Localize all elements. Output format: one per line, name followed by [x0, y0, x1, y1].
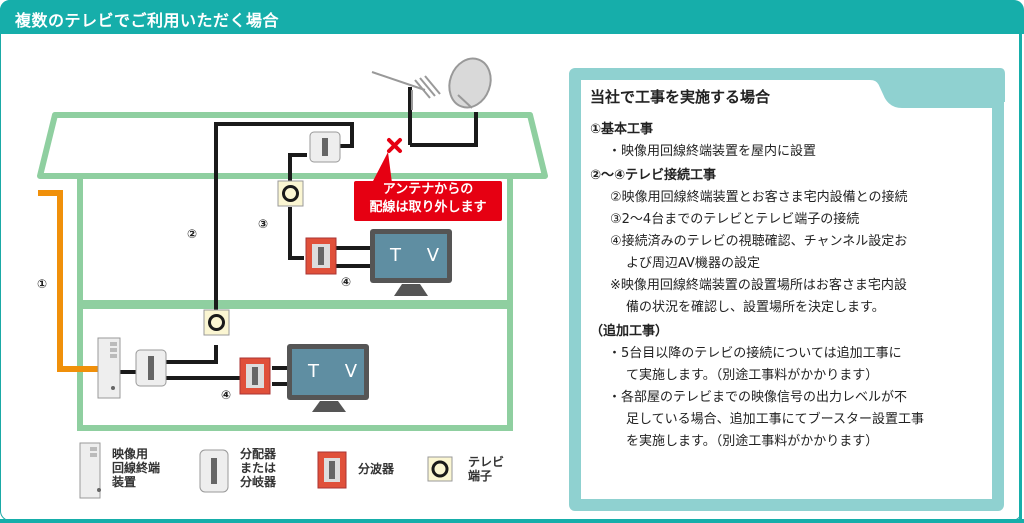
tv-outlet-lower-icon: [203, 309, 230, 336]
legend-distributor-icon: [199, 449, 229, 493]
tv-lower-icon: [287, 344, 369, 412]
legend-onu-icon: [79, 442, 101, 499]
callout-line-1: アンテナからの: [382, 182, 474, 197]
tv-work-note: 備の状況を確認し、設置場所を決定します。: [626, 300, 885, 315]
cable-antenna: [408, 87, 478, 147]
tv-work-item: ②映像用回線終端装置とお客さま宅内設備との接続: [610, 190, 908, 205]
tv-work-heading: ②〜④テレビ接続工事: [590, 168, 717, 183]
tv-upper-icon: [370, 229, 452, 296]
legend-distributor-label: 分配器 または 分岐器: [240, 447, 276, 489]
extra-work-item: ・各部屋のテレビまでの映像信号の出力レベルが不: [608, 390, 908, 405]
legend-onu-label: 映像用 回線終端 装置: [112, 447, 160, 489]
step-2-label: ②: [187, 227, 198, 241]
legend-splitter-icon: [317, 451, 347, 489]
satellite-dish-icon: [448, 57, 492, 109]
legend-tv-outlet-icon: [427, 456, 453, 482]
tv-work-note: ※映像用回線終端装置の設置場所はお客さま宅内設: [610, 278, 907, 293]
info-panel-tab: [868, 68, 1005, 102]
callout-line-2: 配線は取り外します: [369, 200, 487, 215]
legend-onu-line: 映像用: [112, 447, 149, 461]
distributor-lower-icon: [135, 349, 167, 387]
onu-device-icon: [97, 337, 121, 399]
tv-lower-label: T V: [308, 361, 368, 382]
legend-tv-outlet-line: テレビ: [468, 455, 505, 469]
frame-right-edge: [1019, 34, 1022, 523]
basic-work-item: ・映像用回線終端装置を屋内に設置: [608, 144, 817, 159]
tv-work-item: ③2〜4台までのテレビとテレビ端子の接続: [610, 212, 860, 227]
distributor-upper-icon: [309, 131, 341, 163]
legend-distributor-line: 分岐器: [240, 475, 277, 489]
antenna-removal-callout: アンテナからの 配線は取り外します: [354, 181, 502, 221]
legend-onu-line: 回線終端: [112, 461, 161, 475]
cable-upper-tv: [336, 246, 370, 268]
header-title: 複数のテレビでご利用いただく場合: [15, 11, 280, 30]
tv-work-item: よび周辺AV機器の設定: [626, 256, 760, 271]
fiber-line: [38, 190, 100, 372]
extra-work-item: を実施します。（別途工事料がかかります）: [626, 434, 879, 449]
legend-distributor-line: または: [240, 461, 277, 475]
step-1-label: ①: [37, 277, 48, 291]
terrestrial-antenna-icon: [371, 71, 441, 110]
panel-title: 当社で工事を実施する場合: [590, 88, 771, 106]
extra-work-item: ・5台目以降のテレビの接続については追加工事に: [608, 346, 902, 361]
house-roof: [37, 112, 548, 179]
extra-work-item: て実施します。（別途工事料がかかります）: [626, 368, 879, 383]
tv-work-item: ④接続済みのテレビの視聴確認、チャンネル設定お: [610, 234, 908, 249]
disconnect-x-icon: [387, 138, 402, 153]
tv-outlet-upper-icon: [277, 180, 304, 207]
extra-work-heading: （追加工事）: [590, 324, 669, 339]
frame-bottom-edge: [0, 519, 1024, 523]
callout-pointer: [372, 152, 392, 183]
splitter-upper-icon: [305, 237, 337, 275]
header-bar: 複数のテレビでご利用いただく場合: [0, 0, 1024, 34]
cable-upper-outlet: [288, 153, 307, 260]
step-3-label: ③: [258, 217, 269, 231]
basic-work-heading: ①基本工事: [590, 122, 654, 137]
step-4-upper-label: ④: [341, 275, 352, 289]
tv-upper-label: T V: [390, 245, 450, 266]
legend-tv-outlet-line: 端子: [468, 469, 493, 483]
legend-tv-outlet-label: テレビ 端子: [468, 455, 504, 483]
splitter-lower-icon: [239, 357, 271, 395]
info-panel: 当社で工事を実施する場合 ①基本工事 ・映像用回線終端装置を屋内に設置 ②〜④テ…: [590, 86, 990, 453]
cable-lower-distributor: [120, 345, 240, 380]
extra-work-item: 足している場合、追加工事にてブースター設置工事: [626, 412, 924, 427]
legend-splitter-line: 分波器: [358, 462, 395, 476]
legend-distributor-line: 分配器: [240, 447, 277, 461]
step-4-lower-label: ④: [221, 388, 232, 402]
legend-splitter-label: 分波器: [358, 462, 394, 476]
legend-onu-line: 装置: [112, 475, 137, 489]
